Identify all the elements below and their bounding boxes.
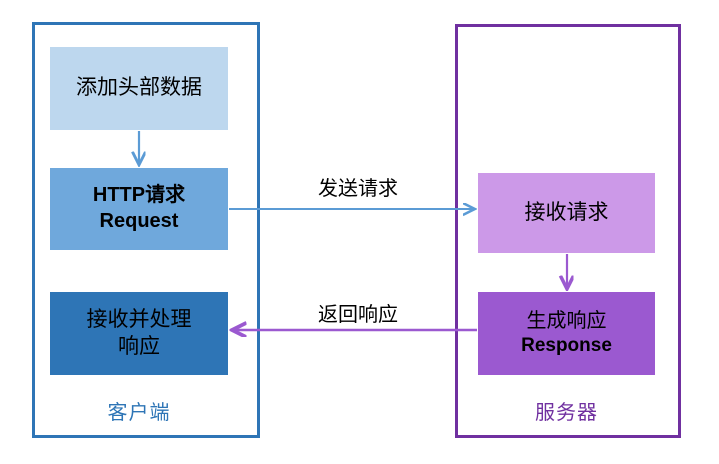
process-box-http-request[interactable]: HTTP请求 Request bbox=[50, 168, 228, 250]
box-line-2: Response bbox=[521, 335, 612, 357]
process-box-receive-and-process-response[interactable]: 接收并处理 响应 bbox=[50, 292, 228, 375]
box-line-1: HTTP请求 bbox=[92, 184, 186, 207]
connector-label-send-request: 发送请求 bbox=[318, 178, 398, 200]
box-line-1: 接收请求 bbox=[524, 200, 609, 224]
client-panel bbox=[32, 22, 260, 438]
server-role-label: 服务器 bbox=[535, 402, 598, 424]
process-box-generate-response[interactable]: 生成响应 Response bbox=[478, 292, 655, 375]
connector-label-return-response: 返回响应 bbox=[318, 304, 398, 326]
box-line-1: 添加头部数据 bbox=[76, 76, 202, 100]
process-box-add-header[interactable]: 添加头部数据 bbox=[50, 47, 228, 130]
server-panel bbox=[455, 24, 681, 438]
box-line-2: Request bbox=[99, 210, 179, 232]
client-role-label: 客户端 bbox=[107, 402, 171, 424]
box-line-1: 接收并处理 bbox=[86, 307, 192, 331]
box-line-1: 生成响应 bbox=[526, 309, 607, 332]
box-line-2: 响应 bbox=[118, 334, 160, 358]
process-box-receive-request[interactable]: 接收请求 bbox=[478, 173, 655, 253]
